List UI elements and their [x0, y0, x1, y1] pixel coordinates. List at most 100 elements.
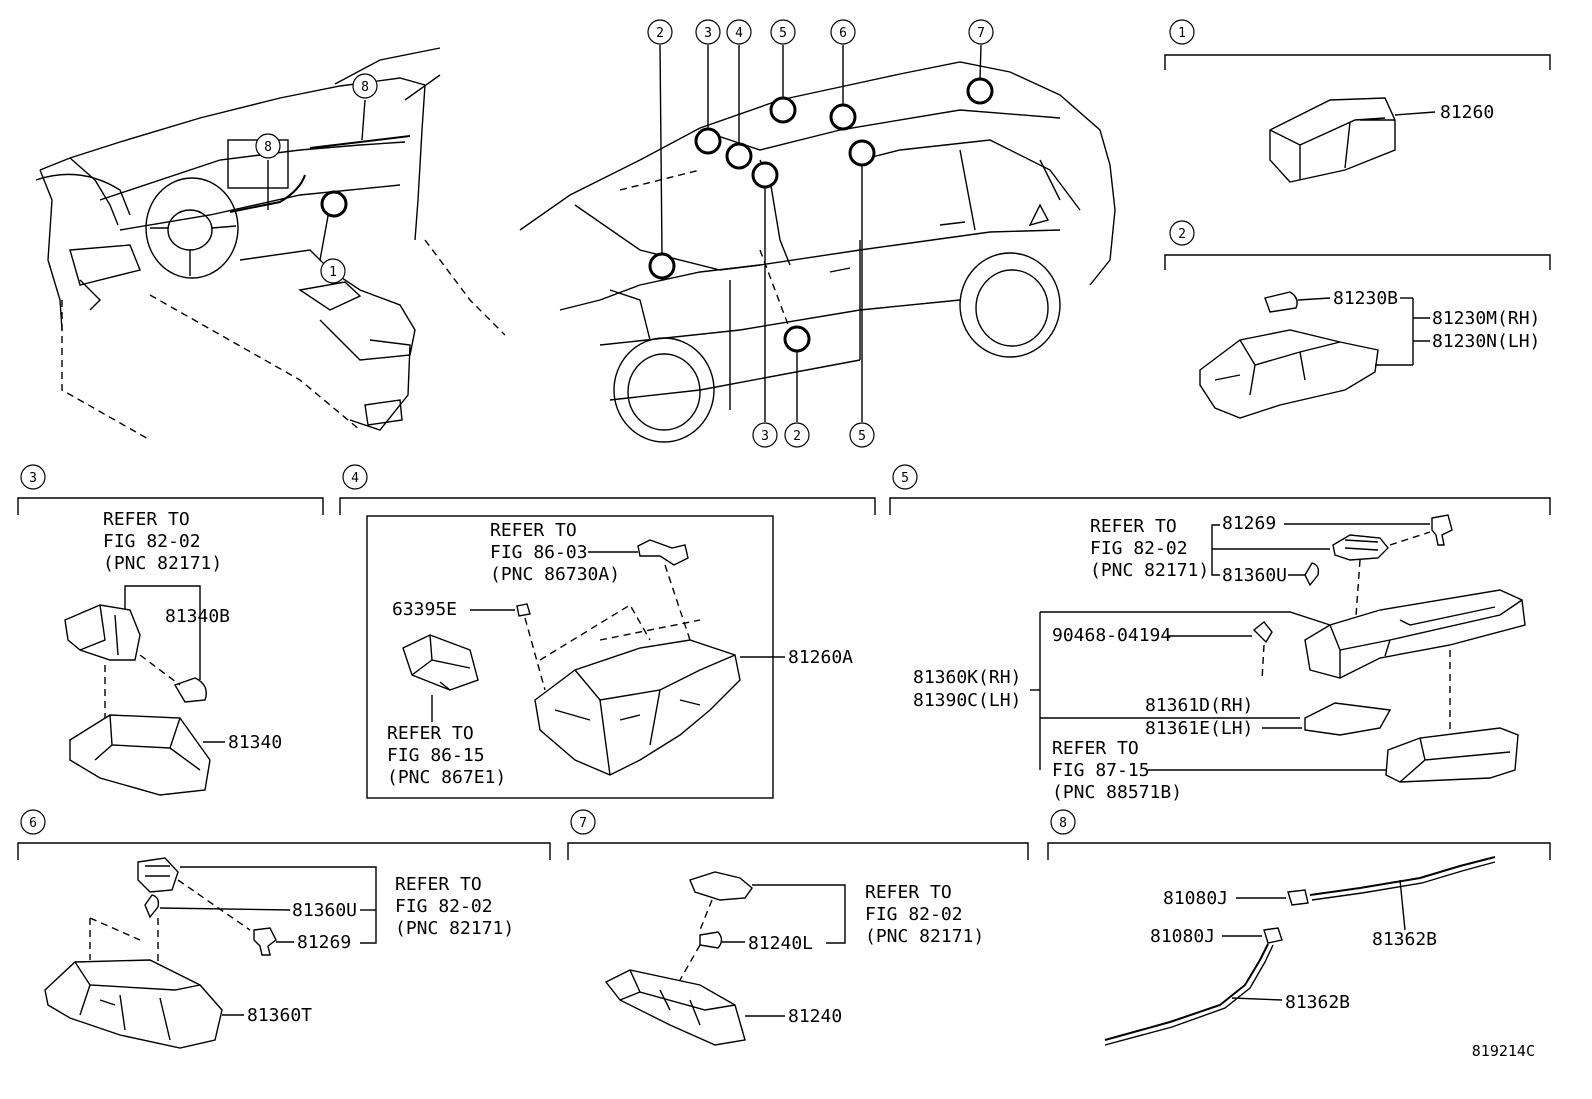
marker-circle	[647, 19, 673, 45]
refer-note: (PNC 867E1)	[387, 767, 506, 788]
marker-circle	[830, 19, 856, 45]
part-81230B-bulb	[1264, 291, 1298, 313]
refer-note: REFER TO	[1090, 516, 1177, 537]
section-number: 3	[29, 471, 37, 486]
marker-number: 3	[761, 429, 769, 444]
vehicle-markers: 2 3 4 5 6 7 3 2 5	[647, 19, 994, 448]
fiber-cable	[1309, 856, 1496, 896]
part-label: 81269	[297, 932, 351, 953]
part-label: 81340B	[165, 606, 230, 627]
refer-note: (PNC 82171)	[865, 926, 984, 947]
part-81269-clip	[1431, 514, 1453, 546]
refer-note: FIG 86-03	[490, 542, 588, 563]
marker-circle	[695, 19, 721, 45]
part-label: 81230N(LH)	[1432, 331, 1540, 352]
marker-number: 4	[735, 26, 743, 41]
section-6: 6 81360U 81269 REFER TO FIG 82-02 (PNC 8…	[17, 809, 551, 1049]
section-3: 3 REFER TO FIG 82-02 (PNC 82171) 81340B …	[17, 464, 324, 796]
section-number: 4	[351, 471, 359, 486]
marker-circle	[770, 19, 796, 45]
section-marker	[20, 809, 46, 835]
part-label: 81361E(LH)	[1145, 718, 1253, 739]
part-label: 81230M(RH)	[1432, 308, 1540, 329]
part-label: 81360U	[1222, 565, 1287, 586]
dash-markers: 8 8 1	[255, 73, 378, 284]
section-marker	[1169, 220, 1195, 246]
part-label: 81360K(RH)	[913, 667, 1021, 688]
marker-number: 3	[704, 26, 712, 41]
refer-note: FIG 82-02	[103, 531, 201, 552]
part-label: 90468-04194	[1052, 625, 1171, 646]
vehicle-overview-illustration	[519, 61, 1116, 443]
refer-note: (PNC 86730A)	[490, 564, 620, 585]
section-marker	[342, 464, 368, 490]
marker-circle	[968, 19, 994, 45]
section-7: 7 81240L REFER TO FIG 82-02 (PNC 82171) …	[567, 809, 1029, 1046]
part-label: 81362B	[1285, 992, 1350, 1013]
refer-note: FIG 87-15	[1052, 760, 1150, 781]
location-ring	[829, 103, 857, 131]
vehicle-location-rings	[648, 77, 994, 353]
refer-note: FIG 82-02	[395, 896, 493, 917]
dashboard-overview-illustration	[35, 47, 506, 441]
refer-note: FIG 86-15	[387, 745, 485, 766]
fiber-cable	[1104, 943, 1269, 1041]
part-81340B-bulb	[173, 677, 207, 703]
part-81240-lens	[604, 969, 746, 1046]
marker-circle	[784, 422, 810, 448]
lamp-socket	[689, 871, 753, 901]
section-marker	[1169, 19, 1195, 45]
section-marker	[892, 464, 918, 490]
part-label: 81360T	[247, 1005, 312, 1026]
part-label: 81230B	[1333, 288, 1398, 309]
location-ring	[320, 190, 348, 218]
refer-note: REFER TO	[395, 874, 482, 895]
location-ring	[769, 96, 797, 124]
location-ring	[725, 142, 753, 170]
marker-circle	[255, 133, 281, 159]
part-label: 81390C(LH)	[913, 690, 1021, 711]
part-81360U-bulb	[1304, 562, 1320, 587]
part-81340-socket	[64, 604, 141, 661]
part-label: 81269	[1222, 513, 1276, 534]
part-label: 81340	[228, 732, 282, 753]
marker-number: 8	[361, 80, 369, 95]
refer-note: (PNC 82171)	[103, 553, 222, 574]
refer-note: FIG 82-02	[1090, 538, 1188, 559]
part-81360U-bulb	[144, 894, 160, 919]
part-81230-lamp-housing	[1199, 329, 1379, 419]
section-number: 5	[901, 471, 909, 486]
part-81269-clip	[253, 927, 277, 956]
refer-note: (PNC 82171)	[1090, 560, 1209, 581]
fastener	[1252, 621, 1273, 644]
switch-unit	[137, 857, 179, 893]
location-ring	[848, 139, 876, 167]
marker-number: 2	[656, 26, 664, 41]
marker-number: 7	[977, 26, 985, 41]
marker-circle	[849, 422, 875, 448]
part-label: 63395E	[392, 599, 457, 620]
refer-note: (PNC 88571B)	[1052, 782, 1182, 803]
part-label: 81360U	[292, 900, 357, 921]
vehicle-leader-lines	[659, 44, 982, 422]
section-number: 6	[29, 816, 37, 831]
part-81361-lens	[1304, 702, 1392, 736]
refer-note: REFER TO	[490, 520, 577, 541]
refer-note: REFER TO	[103, 509, 190, 530]
marker-circle	[320, 258, 346, 284]
location-ring	[694, 127, 722, 155]
marker-number: 8	[264, 140, 272, 155]
part-label: 81260A	[788, 647, 853, 668]
part-81340-lens	[69, 714, 211, 796]
section-marker	[20, 464, 46, 490]
marker-circle	[752, 422, 778, 448]
refer-note: (PNC 82171)	[395, 918, 514, 939]
section-number: 7	[579, 816, 587, 831]
part-label: 81362B	[1372, 929, 1437, 950]
location-ring	[966, 77, 994, 105]
section-4: 4 REFER TO FIG 86-03 (PNC 86730A) 63395E…	[339, 464, 876, 799]
part-81240L-bulb	[699, 931, 723, 949]
section-5: 5 REFER TO FIG 82-02 (PNC 82171) 81269 8…	[889, 464, 1551, 803]
section-number: 2	[1178, 227, 1186, 242]
